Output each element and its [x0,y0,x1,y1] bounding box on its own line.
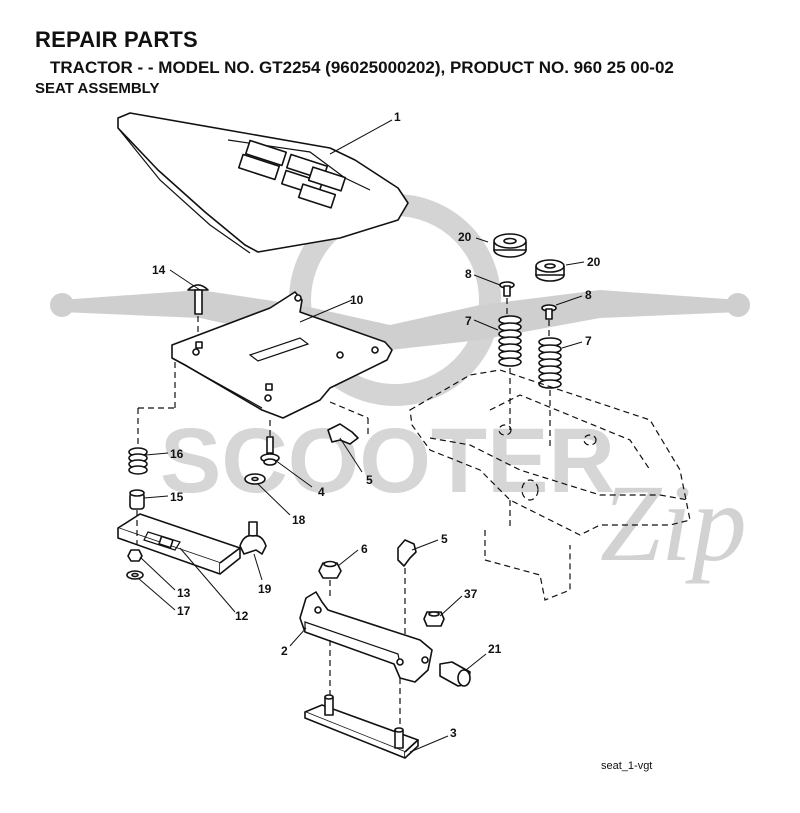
spring-spacer [129,489,145,510]
callout-8-left: 8 [465,267,472,281]
seat-pan [138,291,393,440]
model-subtitle: TRACTOR - - MODEL NO. GT2254 (9602500020… [50,58,674,77]
figure-id: seat_1-vgt [601,760,653,772]
watermark: SCOOTER Zip [50,194,750,584]
seat-slide-rail [117,510,241,575]
page-title: REPAIR PARTS [35,27,198,52]
callout-labels: 1 2 3 4 5 5 6 7 7 8 8 10 12 13 14 15 16 … [152,110,601,740]
shoulder-bolt [260,436,280,466]
bolt-left [499,281,515,318]
mounting-plate [304,694,419,759]
callout-19: 19 [258,582,272,596]
watermark-handlebar [60,290,740,350]
bolt-right [541,304,557,340]
callout-8-right: 8 [585,288,592,302]
callout-10: 10 [350,293,364,307]
callout-7-right: 7 [585,334,592,348]
callout-2: 2 [281,644,288,658]
watermark-brand: SCOOTER [160,410,615,512]
callout-13: 13 [177,586,191,600]
callout-15: 15 [170,490,184,504]
seat-bracket [299,591,433,735]
callout-37: 37 [464,587,478,601]
spacer-bushing-right [535,259,565,282]
fender-outline [409,369,691,601]
watermark-handlebar-left-end [50,293,74,317]
spacer-bushing-left [493,233,527,258]
callout-20-right: 20 [587,255,601,269]
hex-nut-and-washer [126,549,144,580]
callout-6: 6 [361,542,368,556]
callout-4: 4 [318,485,325,499]
locknut-6 [318,560,342,600]
callout-1: 1 [394,110,401,124]
section-heading: SEAT ASSEMBLY [35,80,160,97]
watermark-script: Zip [600,462,747,584]
adjustment-knob [239,521,267,555]
compression-spring-right [538,337,562,450]
seat-spring-small [128,408,148,475]
hex-nut-37 [423,611,445,627]
callout-21: 21 [488,642,502,656]
callout-14: 14 [152,263,166,277]
compression-spring-left [498,315,522,430]
seat-cushion [117,112,409,254]
callout-7-left: 7 [465,314,472,328]
callout-18: 18 [292,513,306,527]
callout-17: 17 [177,604,191,618]
callout-3: 3 [450,726,457,740]
flat-washer [244,473,266,485]
seat-clip-upper [327,423,359,445]
watermark-handlebar-right-end [726,293,750,317]
callout-5-lower: 5 [441,532,448,546]
callout-5-upper: 5 [366,473,373,487]
callout-12: 12 [235,609,249,623]
callout-20-left: 20 [458,230,472,244]
flange-bolt [439,661,471,687]
leader-lines [137,119,585,753]
callout-16: 16 [170,447,184,461]
